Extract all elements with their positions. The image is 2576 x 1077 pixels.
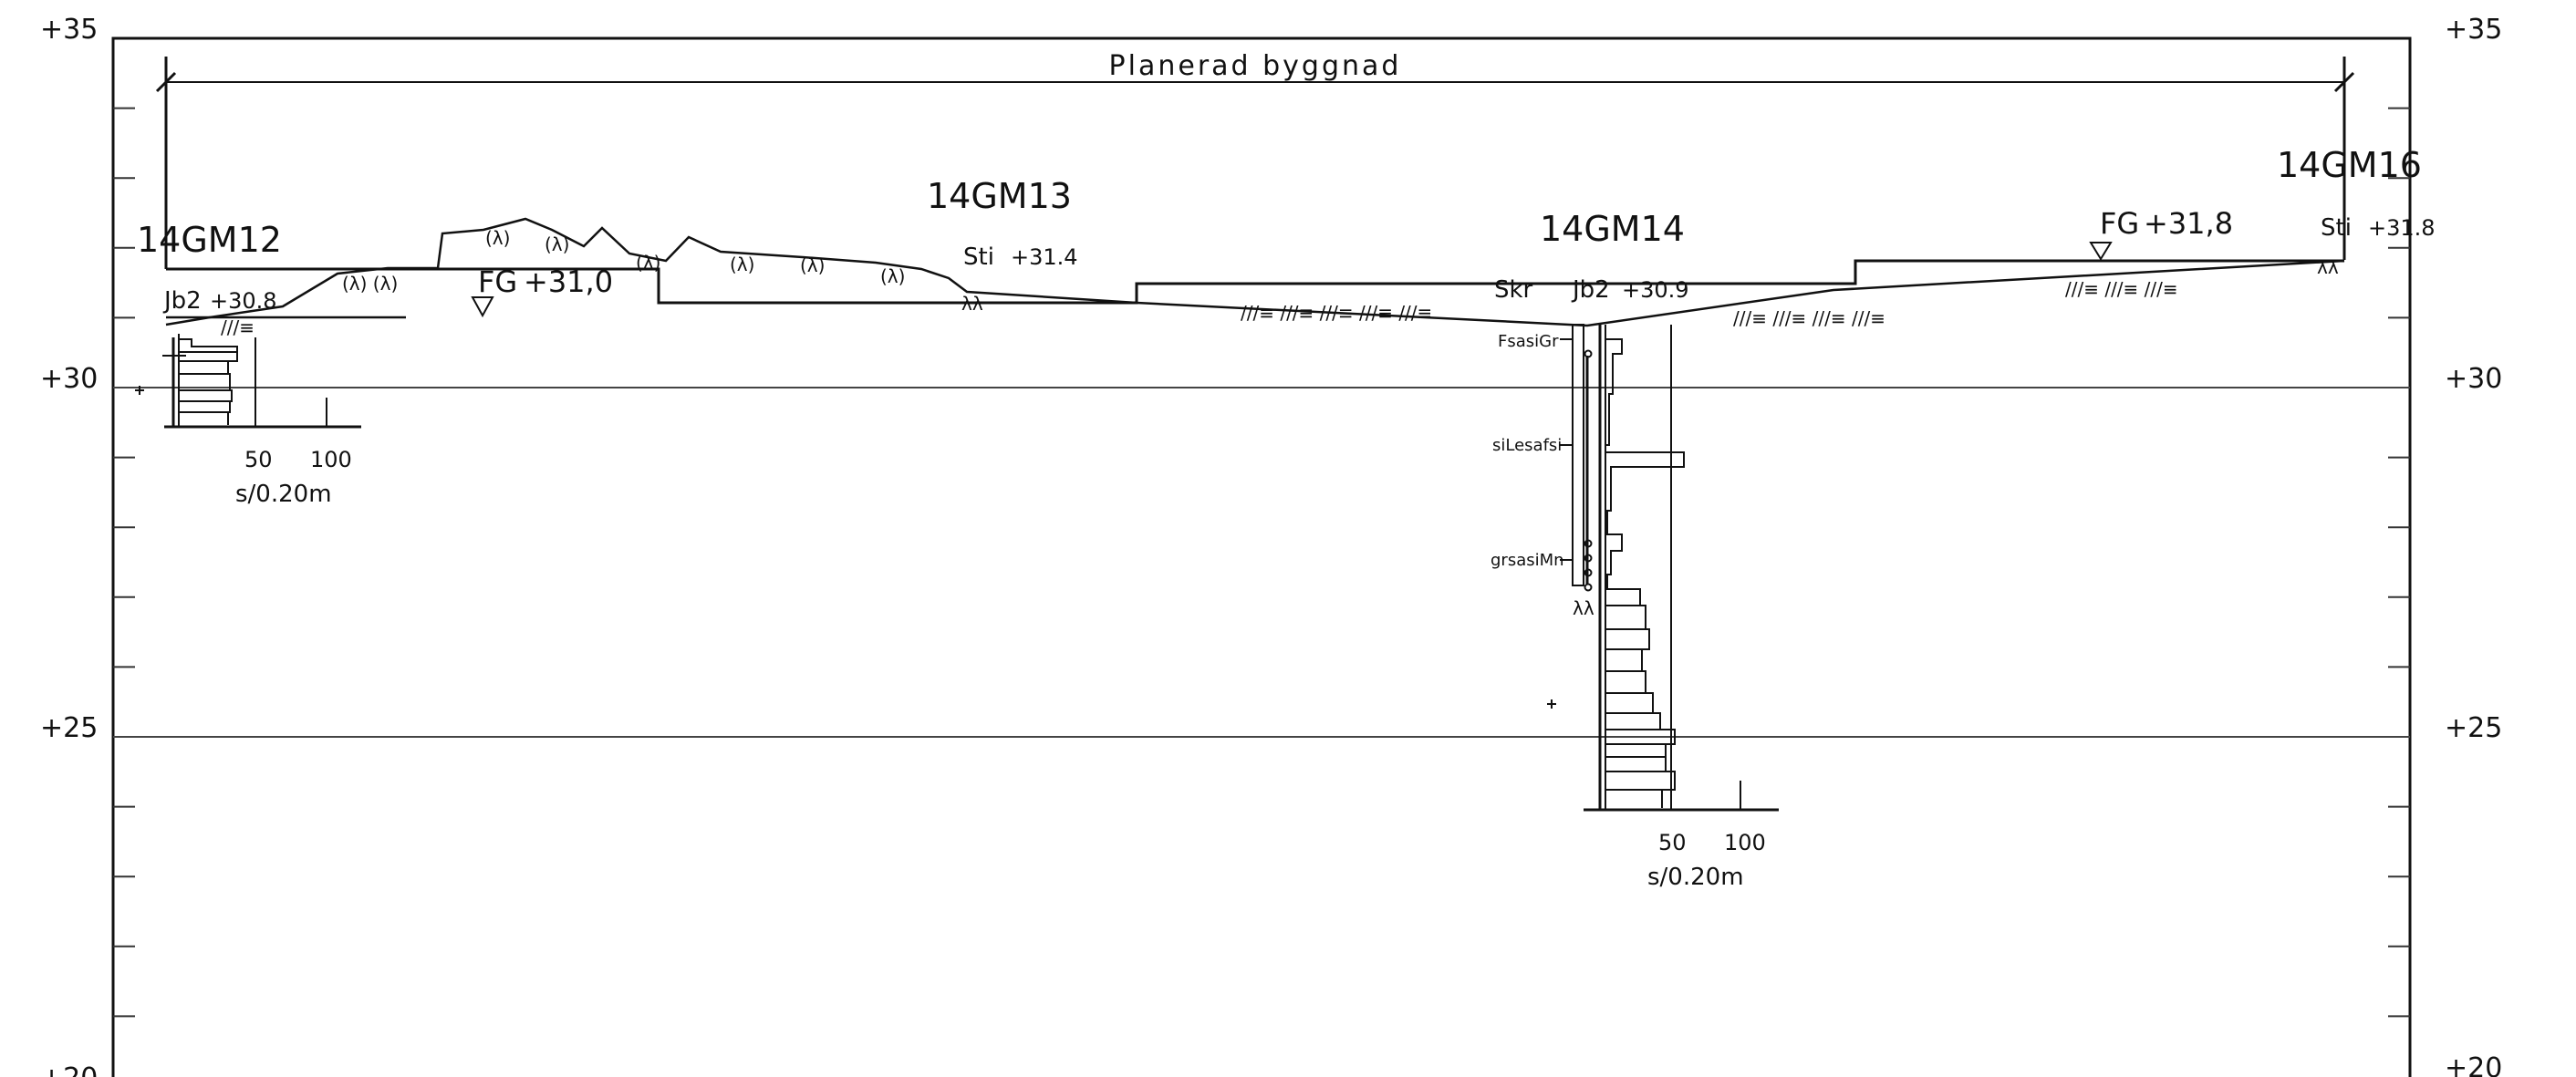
svg-text:(λ): (λ) <box>636 252 660 274</box>
svg-text:λλ: λλ <box>2317 256 2339 278</box>
borehole-method-14GM13: Sti <box>963 243 994 271</box>
survey-crosses <box>135 386 1556 709</box>
svg-text:///≡: ///≡ <box>221 316 254 338</box>
elevation-label-right-30: +30 <box>2445 363 2502 395</box>
borehole-id-14GM16: 14GM16 <box>2277 145 2422 185</box>
svg-text:///≡ ///≡ ///≡ ///≡: ///≡ ///≡ ///≡ ///≡ <box>1733 307 1885 329</box>
svg-text:(λ): (λ) <box>545 233 569 255</box>
elevation-label-right-25: +25 <box>2445 712 2502 744</box>
scale-label-50-14GM14: 50 <box>1658 830 1687 855</box>
borehole-elevation-14GM14: +30.9 <box>1622 277 1689 303</box>
groundwater-label-1: FG <box>478 264 517 299</box>
svg-text:(λ): (λ) <box>730 254 754 275</box>
borehole-method-14GM12: Jb2 <box>162 287 202 315</box>
svg-text:(λ): (λ) <box>800 254 825 276</box>
scale-label-50-14GM12: 50 <box>244 447 273 472</box>
sounding-14GM12 <box>162 334 361 429</box>
borehole-elevation-14GM12: +30.8 <box>210 288 277 314</box>
scale-unit-14GM14: s/0.20m <box>1647 864 1744 891</box>
borehole-elevation-14GM13: +31.4 <box>1011 244 1078 270</box>
building-label: Planerad byggnad <box>1109 50 1402 82</box>
scale-label-100-14GM12: 100 <box>310 447 352 472</box>
svg-text:///≡ ///≡ ///≡ ///≡ ///≡: ///≡ ///≡ ///≡ ///≡ ///≡ <box>1241 302 1432 324</box>
elevation-ticks <box>113 107 2410 1018</box>
svg-text:(λ): (λ) <box>485 227 510 249</box>
svg-text:///≡ ///≡ ///≡: ///≡ ///≡ ///≡ <box>2065 278 2178 300</box>
svg-text:(λ): (λ) <box>880 265 905 287</box>
sounding-14GM14 <box>1560 324 1779 812</box>
borehole-method2-14GM14: Skr <box>1494 276 1533 304</box>
terrain-profile <box>165 217 2345 327</box>
scale-unit-14GM12: s/0.20m <box>235 481 332 508</box>
borehole-id-14GM13: 14GM13 <box>927 176 1072 216</box>
svg-text:(λ) (λ): (λ) (λ) <box>342 273 398 295</box>
elevation-label-left-25: +25 <box>40 712 98 744</box>
building-foundation-outline <box>166 259 2344 305</box>
planned-building <box>155 57 2355 305</box>
elevation-label-left-35: +35 <box>40 14 98 46</box>
soil-layer-label-2: siLesafsi <box>1492 436 1562 455</box>
terrain-symbols: (λ) (λ) (λ) (λ) (λ) (λ) (λ) (λ) ///≡ ///… <box>221 227 2339 619</box>
elevation-label-right-20: +20 <box>2445 1052 2502 1077</box>
soil-layer-label-3: grsasiMn <box>1491 551 1564 570</box>
groundwater-label-2: FG <box>2100 206 2139 241</box>
groundwater-value-1: +31,0 <box>524 264 613 299</box>
elevation-label-left-30: +30 <box>40 363 98 395</box>
borehole-id-14GM14: 14GM14 <box>1540 209 1685 249</box>
soil-layer-label-1: FsasiGr <box>1498 332 1559 351</box>
elevation-label-right-35: +35 <box>2445 14 2502 46</box>
drawing-frame <box>111 36 2412 1077</box>
borehole-elevation-14GM16: +31.8 <box>2368 215 2436 241</box>
borehole-method-14GM14: Jb2 <box>1571 276 1610 304</box>
groundwater-marker-2 <box>2089 242 2113 261</box>
scale-label-100-14GM14: 100 <box>1724 830 1766 855</box>
elevation-label-left-20: +20 <box>40 1062 98 1077</box>
borehole-method-14GM16: Sti <box>2321 214 2352 242</box>
svg-text:λλ: λλ <box>1573 597 1594 619</box>
borehole-id-14GM12: 14GM12 <box>137 220 282 260</box>
groundwater-marker-1 <box>471 296 494 318</box>
svg-text:λλ: λλ <box>961 293 983 315</box>
groundwater-value-2: +31,8 <box>2144 206 2233 241</box>
